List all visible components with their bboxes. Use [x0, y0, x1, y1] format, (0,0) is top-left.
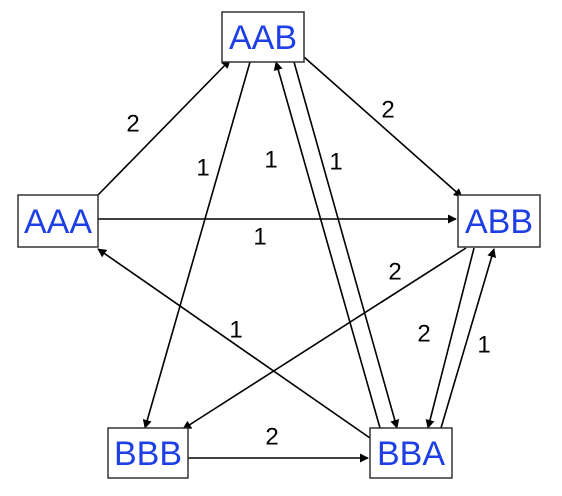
edge-aaa-abb: 1 — [98, 214, 457, 251]
edge-aab-abb: 2 — [303, 56, 463, 198]
edge-abb-bba: 2 — [417, 247, 475, 429]
node-label: BBA — [377, 435, 445, 473]
node-box — [457, 194, 541, 248]
node-abb: ABB — [457, 194, 541, 248]
edges-layer: 2 2 1 1 1 1 2 1 2 1 2 — [97, 56, 497, 463]
edge-aab-bbb: 1 — [142, 61, 251, 429]
edge-bba-abb: 1 — [440, 248, 497, 429]
edge-bbb-bba: 2 — [188, 424, 369, 463]
edge-weight-label: 2 — [381, 97, 394, 124]
node-box — [17, 194, 99, 248]
node-box — [221, 11, 305, 63]
edge-abb-bbb: 2 — [182, 247, 467, 430]
edge-arrow — [273, 61, 381, 429]
node-bbb: BBB — [107, 427, 189, 479]
edge-weight-label: 2 — [265, 424, 278, 451]
edge-arrow — [293, 61, 400, 429]
edge-weight-label: 2 — [126, 111, 139, 138]
node-label: BBB — [114, 435, 182, 473]
node-box — [369, 427, 453, 479]
node-box — [107, 427, 189, 479]
node-label: ABB — [465, 203, 533, 241]
edge-arrow — [97, 59, 231, 196]
node-aaa: AAA — [17, 194, 99, 248]
node-label: AAB — [229, 19, 297, 57]
edge-weight-label: 1 — [477, 332, 490, 359]
edge-weight-label: 2 — [417, 321, 430, 348]
edge-weight-label: 1 — [196, 155, 209, 182]
edge-weight-label: 1 — [229, 317, 242, 344]
edge-bba-aaa: 1 — [97, 248, 371, 439]
edge-aaa-aab: 2 — [97, 59, 231, 196]
edge-aab-bba: 1 — [293, 61, 400, 429]
edge-weight-label: 1 — [264, 147, 277, 174]
node-bba: BBA — [369, 427, 453, 479]
edge-arrow — [142, 61, 251, 429]
edge-weight-label: 2 — [388, 259, 401, 286]
edge-weight-label: 1 — [253, 224, 266, 251]
edge-arrow — [303, 56, 463, 198]
nodes-layer: AAB AAA ABB BBB BBA — [17, 11, 541, 479]
edge-bba-aab: 1 — [264, 61, 381, 429]
edge-weight-label: 1 — [329, 149, 342, 176]
edge-arrow — [425, 247, 475, 429]
edge-arrow — [97, 248, 371, 439]
node-label: AAA — [24, 203, 92, 241]
edge-arrow — [440, 248, 497, 429]
edge-arrow — [182, 247, 467, 430]
node-aab: AAB — [221, 11, 305, 63]
